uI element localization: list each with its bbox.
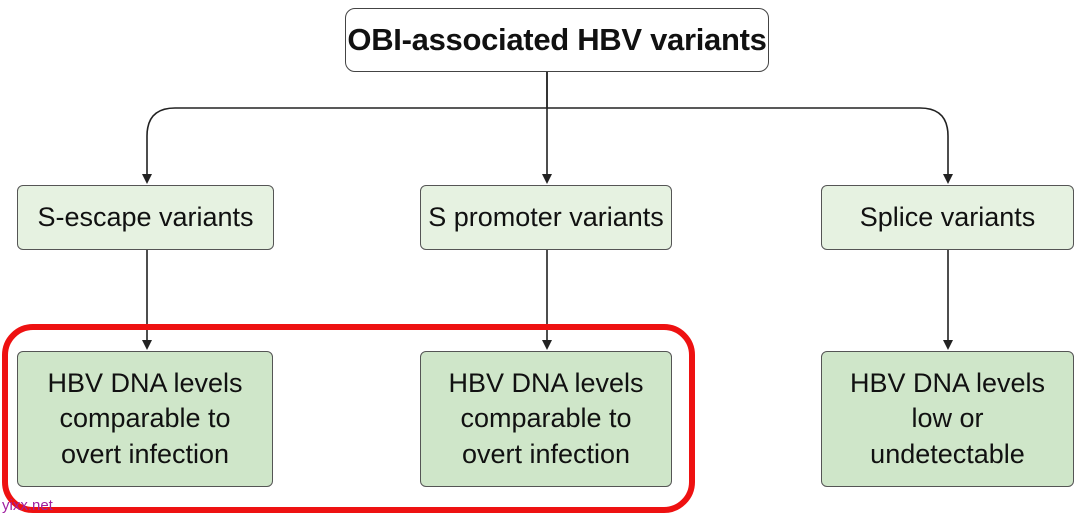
node-label: S promoter variants bbox=[428, 202, 664, 232]
root-node: OBI-associated HBV variants bbox=[345, 8, 769, 72]
watermark: yixx.net bbox=[2, 497, 53, 514]
highlight-frame bbox=[2, 324, 695, 513]
node-s-promoter-variants: S promoter variants bbox=[420, 185, 672, 250]
outcome-label: HBV DNA levels low or undetectable bbox=[849, 368, 1046, 469]
outcome-label: HBV DNA levels comparable to overt infec… bbox=[47, 368, 243, 469]
node-outcome-s-promoter: HBV DNA levels comparable to overt infec… bbox=[420, 351, 672, 487]
node-label: S-escape variants bbox=[37, 202, 254, 232]
node-s-escape-variants: S-escape variants bbox=[17, 185, 274, 250]
outcome-label: HBV DNA levels comparable to overt infec… bbox=[448, 368, 644, 469]
node-outcome-s-escape: HBV DNA levels comparable to overt infec… bbox=[17, 351, 273, 487]
node-splice-variants: Splice variants bbox=[821, 185, 1074, 250]
node-label: Splice variants bbox=[859, 202, 1036, 232]
connector-root-to-splice bbox=[547, 107, 953, 184]
root-label: OBI-associated HBV variants bbox=[347, 22, 767, 57]
connector-root-to-s-escape bbox=[142, 72, 548, 184]
node-outcome-splice: HBV DNA levels low or undetectable bbox=[821, 351, 1074, 487]
